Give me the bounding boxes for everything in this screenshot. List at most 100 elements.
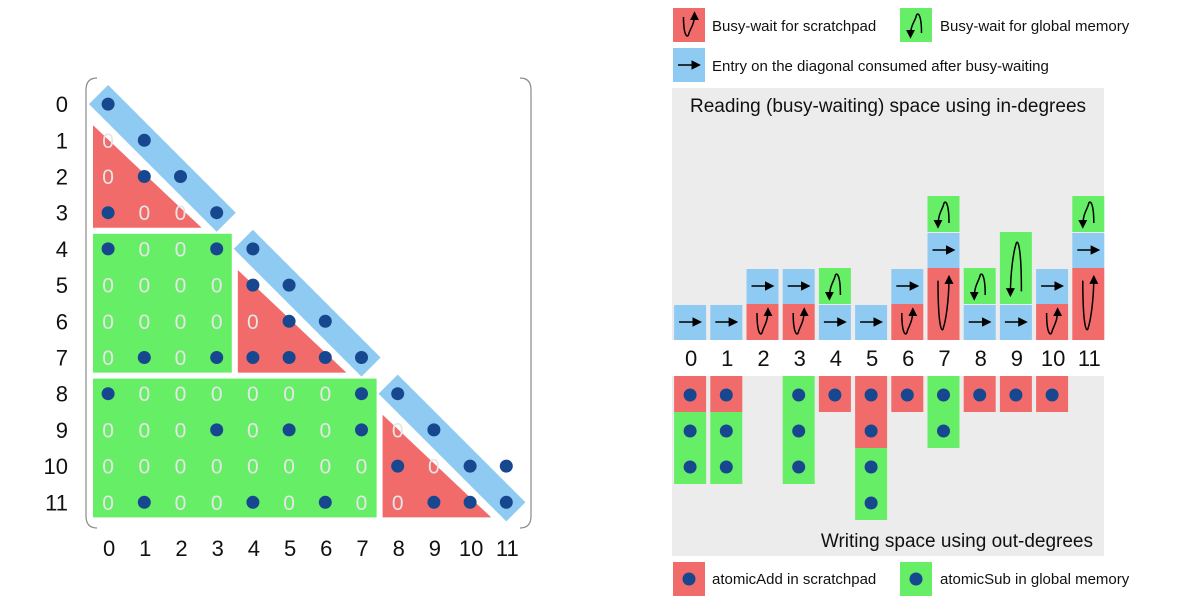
busy-wait-up-arrow-icon — [1045, 307, 1063, 335]
nonzero-entry-dot — [427, 495, 441, 509]
nonzero-entry-dot — [101, 387, 115, 401]
matrix-column-label: 6 — [320, 536, 332, 561]
nonzero-entry-dot — [174, 170, 187, 183]
zero-entry: 0 — [102, 347, 114, 370]
legend-busy-wait: Busy-wait for scratchpad Busy-wait for g… — [673, 8, 1130, 82]
nonzero-entry-dot — [101, 242, 115, 256]
vertex-index-label: 6 — [902, 346, 914, 371]
reading-column — [855, 305, 888, 340]
busy-wait-up-arrow-icon — [756, 307, 773, 335]
scratchpad-wait-swatch — [673, 8, 705, 42]
write-dot — [864, 388, 878, 402]
reading-column — [999, 232, 1032, 340]
diagonal-band — [233, 229, 381, 377]
vertex-index-label: 8 — [975, 346, 987, 371]
diagonal-band — [89, 85, 236, 232]
nonzero-entry-dot — [427, 423, 441, 437]
zero-entry: 0 — [175, 347, 187, 370]
legend-global-wait-label: Busy-wait for global memory — [940, 18, 1130, 35]
nonzero-entry-dot — [499, 495, 513, 509]
zero-entry: 0 — [175, 275, 187, 298]
write-dot — [937, 388, 950, 402]
scratchpad-wait-box — [891, 304, 924, 340]
matrix-row-label: 8 — [56, 382, 68, 407]
writing-column — [927, 376, 960, 448]
nonzero-entry-dot — [318, 314, 332, 328]
busy-wait-down-arrow-icon — [1078, 201, 1095, 229]
write-dot — [683, 424, 697, 438]
matrix-column-label: 1 — [139, 536, 151, 561]
nonzero-entry-dot — [246, 278, 260, 292]
zero-entry: 0 — [319, 383, 331, 406]
busy-wait-down-arrow-icon — [824, 273, 842, 301]
nonzero-entry-dot — [499, 459, 513, 473]
nonzero-entry-dot — [246, 242, 260, 256]
nonzero-entry-dot — [282, 314, 296, 328]
zero-entry: 0 — [283, 383, 295, 406]
busy-wait-up-arrow-icon — [792, 307, 809, 335]
writing-column — [1036, 376, 1069, 412]
zero-entry: 0 — [175, 238, 187, 261]
busy-wait-up-arrow-icon — [1082, 274, 1099, 331]
write-dot — [683, 388, 697, 402]
matrix-row-label: 1 — [56, 128, 68, 153]
write-dot — [828, 388, 842, 402]
nonzero-entry-dot — [318, 351, 332, 364]
matrix-row-label: 10 — [44, 454, 68, 479]
legend-item-scratchpad-wait: Busy-wait for scratchpad — [673, 8, 876, 42]
global-memory-block-region — [93, 378, 377, 518]
reading-column — [963, 268, 996, 340]
reading-column — [891, 269, 924, 340]
global-memory-block-region — [93, 233, 232, 373]
nonzero-entry-dot — [210, 242, 224, 256]
vertex-index-label: 7 — [938, 346, 950, 371]
write-dot — [792, 424, 806, 438]
matrix-row-label: 3 — [56, 201, 68, 226]
nonzero-entry-dot — [355, 387, 368, 401]
zero-entry: 0 — [283, 456, 295, 479]
writing-column — [818, 376, 851, 412]
scratchpad-wait-box — [746, 304, 779, 340]
matrix-row-label: 5 — [56, 273, 68, 298]
matrix-row-label: 11 — [45, 490, 68, 515]
zero-entry: 0 — [175, 311, 187, 334]
busy-wait-down-arrow-icon — [1005, 241, 1023, 298]
vertex-index-label: 2 — [757, 346, 769, 371]
zero-entry: 0 — [138, 456, 150, 479]
nonzero-entry-dot — [137, 495, 151, 509]
matrix-column-label: 4 — [248, 536, 260, 561]
nonzero-entry-dot — [210, 206, 224, 220]
zero-entry: 0 — [102, 492, 114, 515]
zero-entry: 0 — [175, 202, 187, 225]
matrix-column-label: 5 — [284, 536, 296, 561]
matrix-row-label: 0 — [56, 92, 68, 117]
busy-wait-up-arrow-icon — [937, 274, 954, 331]
nonzero-entry-dot — [137, 170, 151, 183]
zero-entry: 0 — [102, 419, 114, 442]
busy-wait-down-arrow-icon — [906, 13, 923, 39]
writing-column — [710, 376, 743, 484]
global-wait-box — [1072, 196, 1105, 232]
busy-wait-up-arrow-icon — [682, 11, 699, 37]
vertex-index-label: 0 — [685, 346, 697, 371]
write-dot — [937, 424, 950, 438]
zero-entry: 0 — [102, 311, 114, 334]
matrix-column-label: 11 — [496, 536, 519, 561]
write-dot — [864, 460, 878, 474]
zero-entry: 0 — [211, 275, 223, 298]
reading-column — [746, 269, 779, 340]
atomic-add-dot-icon — [682, 572, 696, 586]
zero-entry: 0 — [247, 311, 259, 334]
zero-entry: 0 — [138, 383, 150, 406]
reading-space-title: Reading (busy-waiting) space using in-de… — [690, 96, 1086, 117]
global-wait-box — [963, 268, 996, 304]
writing-column — [963, 376, 996, 412]
matrix-column-label: 7 — [356, 536, 368, 561]
zero-entry: 0 — [138, 202, 150, 225]
zero-entry: 0 — [175, 456, 187, 479]
reading-column — [927, 196, 960, 340]
nonzero-entry-dot — [210, 351, 224, 364]
nonzero-entry-dot — [101, 97, 115, 111]
